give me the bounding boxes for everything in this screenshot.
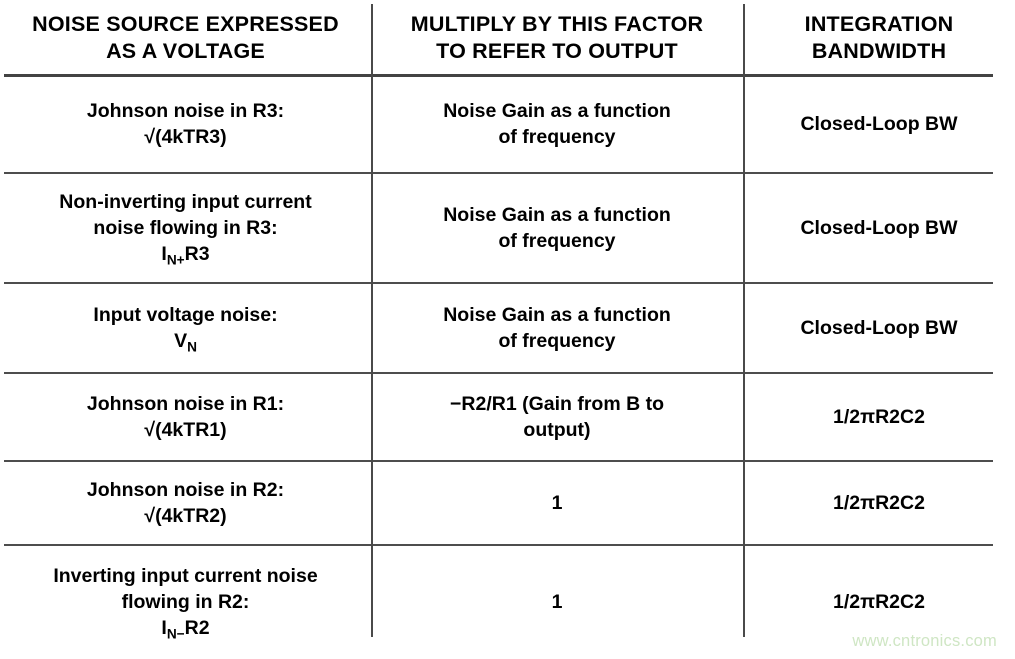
noise-source-line1: Non-inverting input current [59,190,312,213]
multiply-factor-line2: of frequency [498,330,616,352]
table-body: Johnson noise in R3: √(4kTR3) Noise Gain… [0,75,1015,659]
cell-noise-source: Input voltage noise: VN [0,283,371,373]
table-row: Johnson noise in R3: √(4kTR3) Noise Gain… [0,75,1015,173]
rule-after-row-3 [4,372,993,374]
table-header: NOISE SOURCE EXPRESSED AS A VOLTAGE MULT… [0,0,1015,75]
cell-integration-bandwidth: Closed-Loop BW [800,216,958,239]
multiply-factor-line1: Noise Gain as a function [443,203,671,226]
noise-source-formula: IN−R2 [8,615,363,641]
noise-source-formula: √(4kTR3) [144,126,227,148]
cell-noise-source: Johnson noise in R2: √(4kTR2) [0,461,371,545]
noise-source-formula: VN [8,328,363,354]
noise-source-line2: flowing in R2: [121,590,250,613]
formula-base: I [161,243,167,266]
column-header-noise-source-line1: NOISE SOURCE EXPRESSED [32,12,339,37]
cell-multiply-factor: 1 [551,590,563,613]
cell-multiply-factor: Noise Gain as a function of frequency [371,283,743,373]
multiply-factor-line1: −R2/R1 (Gain from B to [450,392,664,415]
cell-integration-bandwidth: Closed-Loop BW [800,316,958,339]
table-row: Inverting input current noise flowing in… [0,545,1015,659]
noise-source-line2: noise flowing in R3: [93,216,278,239]
table-row: Non-inverting input current noise flowin… [0,173,1015,283]
cell-noise-source: Johnson noise in R3: √(4kTR3) [0,75,371,173]
column-header-integration-bandwidth-line1: INTEGRATION [804,12,954,37]
multiply-factor-line1: Noise Gain as a function [443,99,671,122]
cell-integration-bandwidth: 1/2πR2C2 [833,405,925,428]
column-divider-1 [371,4,373,637]
column-header-integration-bandwidth-line2: BANDWIDTH [811,38,947,63]
cell-noise-source: Johnson noise in R1: √(4kTR1) [0,373,371,461]
column-header-noise-source: NOISE SOURCE EXPRESSED AS A VOLTAGE [0,0,371,75]
noise-source-formula: √(4kTR1) [144,419,227,441]
noise-source-line1: Inverting input current noise [53,564,318,587]
cell-integration-bandwidth: Closed-Loop BW [800,112,958,135]
rule-after-row-1 [4,172,993,174]
rule-after-row-5 [4,544,993,546]
formula-tail: R2 [184,617,210,640]
table-row: Johnson noise in R1: √(4kTR1) −R2/R1 (Ga… [0,373,1015,461]
formula-base: I [161,617,167,640]
multiply-factor-line1: Noise Gain as a function [443,303,671,326]
formula-base: V [174,330,188,352]
formula-tail: R3 [184,243,210,266]
column-header-multiply-factor-line2: TO REFER TO OUTPUT [436,38,678,63]
noise-source-line1: Input voltage noise: [93,303,278,326]
noise-source-line1: Johnson noise in R1: [86,392,285,415]
rule-after-row-2 [4,282,993,284]
column-divider-2 [743,4,745,637]
multiply-factor-line2: of frequency [498,230,616,252]
table-row: Input voltage noise: VN Noise Gain as a … [0,283,1015,373]
noise-source-line1: Johnson noise in R2: [86,478,285,501]
column-header-multiply-factor-line1: MULTIPLY BY THIS FACTOR [410,12,704,37]
column-header-multiply-factor: MULTIPLY BY THIS FACTOR TO REFER TO OUTP… [371,0,743,75]
noise-source-formula: IN+R3 [8,241,363,267]
column-header-integration-bandwidth: INTEGRATION BANDWIDTH [743,0,1015,75]
noise-source-line1: Johnson noise in R3: [86,99,285,122]
watermark: www.cntronics.com [852,632,997,650]
cell-noise-source: Inverting input current noise flowing in… [0,545,371,659]
column-header-noise-source-line2: AS A VOLTAGE [106,38,265,63]
formula-subscript: N+ [166,252,185,268]
formula-subscript: N− [166,626,185,642]
header-row: NOISE SOURCE EXPRESSED AS A VOLTAGE MULT… [0,0,1015,75]
cell-integration-bandwidth: 1/2πR2C2 [833,590,925,613]
cell-multiply-factor: Noise Gain as a function of frequency [371,173,743,283]
table-row: Johnson noise in R2: √(4kTR2) 1 1/2πR2C2 [0,461,1015,545]
rule-after-row-4 [4,460,993,462]
cell-noise-source: Non-inverting input current noise flowin… [0,173,371,283]
formula-subscript: N [187,339,197,355]
rule-below-header [4,74,993,77]
multiply-factor-line2: output) [523,419,591,441]
cell-multiply-factor: 1 [551,491,563,514]
cell-multiply-factor: −R2/R1 (Gain from B to output) [371,373,743,461]
cell-multiply-factor: Noise Gain as a function of frequency [371,75,743,173]
cell-integration-bandwidth: 1/2πR2C2 [833,491,925,514]
noise-source-formula: √(4kTR2) [144,505,227,527]
multiply-factor-line2: of frequency [498,126,616,148]
